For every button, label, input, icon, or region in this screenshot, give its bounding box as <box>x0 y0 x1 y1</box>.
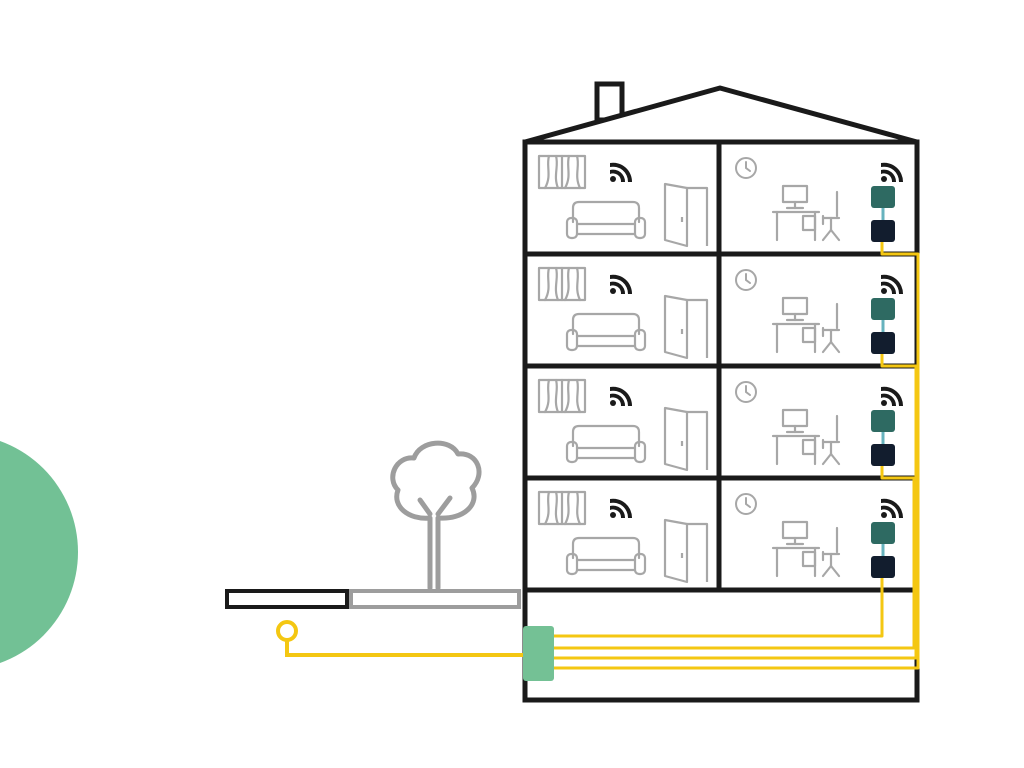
living-room <box>537 266 709 360</box>
wifi-icon <box>881 498 904 518</box>
fiber-cable-floor-4 <box>554 578 884 638</box>
access-point-icon <box>871 186 895 208</box>
distribution-box-icon <box>523 626 554 681</box>
access-point-icon <box>871 410 895 432</box>
wifi-icon <box>610 162 633 182</box>
office-chair-icon <box>821 526 841 578</box>
living-room <box>537 154 709 248</box>
clock-icon <box>735 381 757 403</box>
sofa-icon <box>565 312 647 352</box>
modem-icon <box>871 556 895 578</box>
tree-icon <box>390 440 482 591</box>
desk-computer-icon <box>771 184 821 242</box>
modem-icon <box>871 220 895 242</box>
wifi-icon <box>610 498 633 518</box>
desk-computer-icon <box>771 520 821 578</box>
fiber-cable-floor-3 <box>554 466 916 650</box>
wifi-icon <box>881 162 904 182</box>
window-curtain-icon <box>537 266 587 302</box>
wifi-icon <box>610 274 633 294</box>
window-curtain-icon <box>537 154 587 190</box>
modem-icon <box>871 332 895 354</box>
sofa-icon <box>565 200 647 240</box>
office-chair-icon <box>821 190 841 242</box>
door-icon <box>663 294 709 360</box>
office-chair-icon <box>821 302 841 354</box>
clock-icon <box>735 157 757 179</box>
network-devices <box>871 186 895 578</box>
street-segment-grey <box>349 589 521 609</box>
living-room <box>537 378 709 472</box>
decorative-circle <box>0 441 78 663</box>
fiber-cable-floor-2 <box>554 354 918 660</box>
clock-icon <box>735 269 757 291</box>
office-chair-icon <box>821 414 841 466</box>
wifi-icon <box>610 386 633 406</box>
street-segment-dark <box>225 589 349 609</box>
window-curtain-icon <box>537 490 587 526</box>
modem-icon <box>871 444 895 466</box>
fiber-cables <box>554 242 920 670</box>
door-icon <box>663 518 709 584</box>
access-point-icon <box>871 298 895 320</box>
sofa-icon <box>565 536 647 576</box>
wifi-icon <box>881 274 904 294</box>
access-point-icon <box>871 522 895 544</box>
window-curtain-icon <box>537 378 587 414</box>
living-room <box>537 490 709 584</box>
house-roof <box>522 85 920 145</box>
desk-computer-icon <box>771 296 821 354</box>
fiber-entry-icon <box>276 620 524 657</box>
clock-icon <box>735 493 757 515</box>
door-icon <box>663 182 709 248</box>
basement <box>522 587 920 703</box>
desk-computer-icon <box>771 408 821 466</box>
fiber-cable-floor-1 <box>554 242 920 670</box>
door-icon <box>663 406 709 472</box>
sofa-icon <box>565 424 647 464</box>
wifi-icon <box>881 386 904 406</box>
